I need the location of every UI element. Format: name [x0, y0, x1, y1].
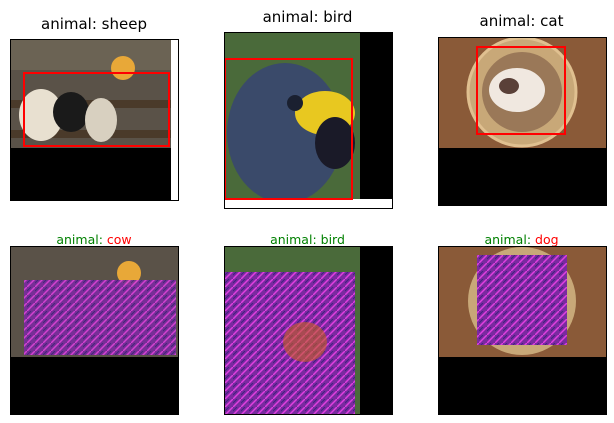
perturbed-bird: [224, 246, 393, 415]
image-bird: [224, 32, 393, 209]
bbox-cat: [476, 46, 566, 135]
perturbed-cat-photo: [439, 247, 606, 414]
title-bird: animal: bird: [262, 8, 353, 26]
bird-photo: [225, 33, 392, 208]
perturbed-cat: [438, 246, 607, 415]
bbox-bird: [225, 58, 353, 200]
sheep-photo: [11, 40, 178, 200]
perturbed-sheep-photo: [11, 247, 178, 414]
perturbed-bird-photo: [225, 247, 392, 414]
caption-prefix: animal:: [56, 232, 103, 247]
image-cat: [438, 37, 607, 206]
perturbed-sheep: [10, 246, 179, 415]
image-sheep: [10, 39, 179, 201]
caption-sheep-prediction: animal: cow: [10, 232, 178, 247]
caption-label: cow: [106, 232, 132, 247]
caption-label: bird: [320, 232, 345, 247]
caption-prefix: animal:: [484, 232, 532, 247]
cat-photo: [439, 38, 606, 205]
bbox-sheep: [23, 72, 170, 147]
title-sheep: animal: sheep: [41, 15, 147, 33]
caption-bird-prediction: animal: bird: [224, 232, 391, 247]
caption-cat-prediction: animal: dog: [438, 232, 605, 247]
title-cat: animal: cat: [479, 12, 564, 30]
caption-label: dog: [535, 232, 559, 247]
caption-prefix: animal:: [270, 232, 317, 247]
